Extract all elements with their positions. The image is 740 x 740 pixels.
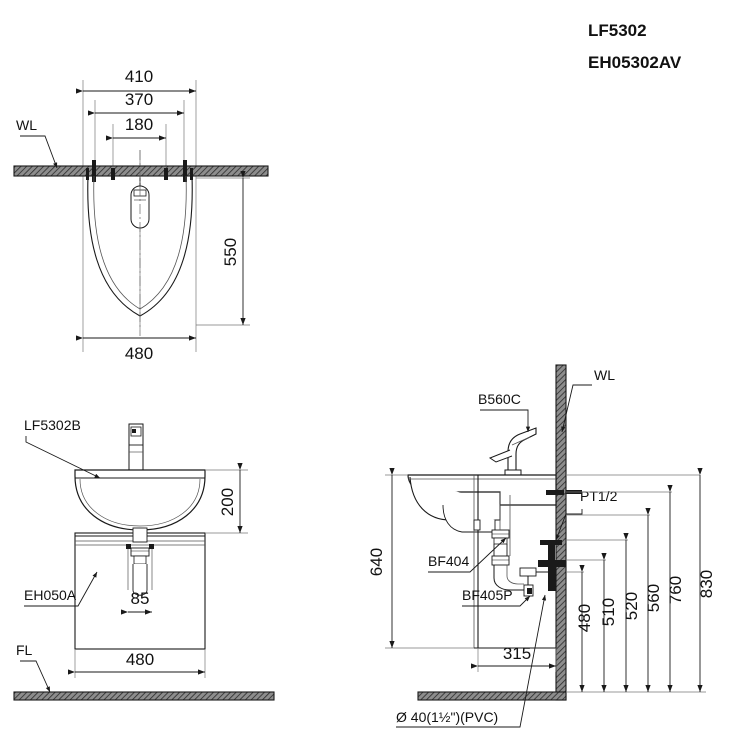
side-dim-480: 480: [575, 564, 594, 692]
front-dim-480-value: 480: [126, 650, 154, 669]
plan-dim-410: 410: [75, 67, 196, 94]
plan-dim-370-value: 370: [125, 90, 153, 109]
front-elevation-view: 85 200 480 LF5302B EH050A FL: [13, 417, 275, 701]
plan-dim-370: 370: [87, 90, 184, 116]
side-label-trap-lower-group: BF405P: [462, 587, 531, 607]
plan-dim-410-value: 410: [125, 67, 153, 86]
side-label-supply: PT1/2: [580, 488, 618, 504]
front-floor-band: [13, 691, 275, 701]
front-dim-85: 85: [120, 589, 152, 615]
side-dim-640-value: 640: [367, 548, 386, 576]
side-dim-480-value: 480: [575, 604, 594, 632]
front-dim-480: 480: [67, 649, 206, 678]
front-dim-85-value: 85: [131, 589, 150, 608]
side-cabinet: [473, 475, 556, 649]
plan-wl-label-group: WL: [16, 117, 58, 169]
side-dim-stack: 480 510 520 560 760: [566, 467, 716, 693]
side-dim-520-value: 520: [622, 592, 641, 620]
side-label-trap-upper-group: BF404: [428, 537, 507, 573]
plan-dim-480-value: 480: [125, 344, 153, 363]
front-dim-200: 200: [205, 462, 248, 534]
side-label-trap-upper: BF404: [428, 553, 469, 569]
side-plumbing-assembly: [491, 490, 582, 597]
side-dim-830: 830: [697, 467, 716, 692]
side-dim-640: 640: [367, 467, 474, 649]
front-label-cabinet: EH050A: [24, 587, 77, 603]
side-dim-315-value: 315: [503, 644, 531, 663]
side-dim-760: 760: [666, 484, 685, 692]
side-section-view: WL B560C: [367, 364, 716, 728]
plan-dim-180-value: 180: [125, 115, 153, 134]
side-wl-label: WL: [594, 367, 615, 383]
side-label-waste: Ø 40(1½")(PVC): [396, 709, 498, 725]
side-dim-510-value: 510: [599, 598, 618, 626]
plan-wl-label: WL: [16, 117, 37, 133]
side-label-faucet: B560C: [478, 391, 521, 407]
plan-wall-fixings: [86, 160, 193, 182]
front-basin: [74, 469, 206, 531]
side-faucet: [488, 427, 537, 476]
side-dim-760-value: 760: [666, 576, 685, 604]
front-fl-label: FL: [16, 642, 33, 658]
plan-dim-480: 480: [75, 335, 196, 363]
plan-wall-band: [13, 165, 269, 177]
side-label-waste-group: Ø 40(1½")(PVC): [396, 594, 547, 728]
side-floor-band: [417, 691, 567, 701]
front-faucet: [128, 423, 144, 473]
side-dim-315: 315: [470, 644, 557, 672]
front-label-basin-group: LF5302B: [24, 417, 101, 479]
plan-dim-550-value: 550: [221, 238, 240, 266]
side-dim-520: 520: [622, 532, 641, 692]
side-wall-band: [555, 364, 567, 701]
plan-dim-550: 550: [221, 170, 246, 325]
front-label-basin: LF5302B: [24, 417, 81, 433]
front-label-cabinet-group: EH050A: [24, 571, 98, 607]
side-dim-830-value: 830: [697, 570, 716, 598]
side-dim-510: 510: [599, 552, 618, 692]
top-plan-view: 410 370 180 WL: [13, 67, 269, 363]
side-dim-560: 560: [644, 507, 663, 692]
plan-dim-180: 180: [105, 115, 166, 141]
side-wl-label-group: WL: [561, 367, 615, 433]
title-line-1: LF5302: [588, 21, 647, 40]
side-label-trap-lower: BF405P: [462, 587, 513, 603]
side-dim-560-value: 560: [644, 584, 663, 612]
front-drain-assembly: [126, 527, 154, 596]
side-label-faucet-group: B560C: [478, 391, 531, 432]
front-fl-label-group: FL: [16, 642, 51, 693]
front-dim-200-value: 200: [218, 488, 237, 516]
title-line-2: EH05302AV: [588, 53, 682, 72]
